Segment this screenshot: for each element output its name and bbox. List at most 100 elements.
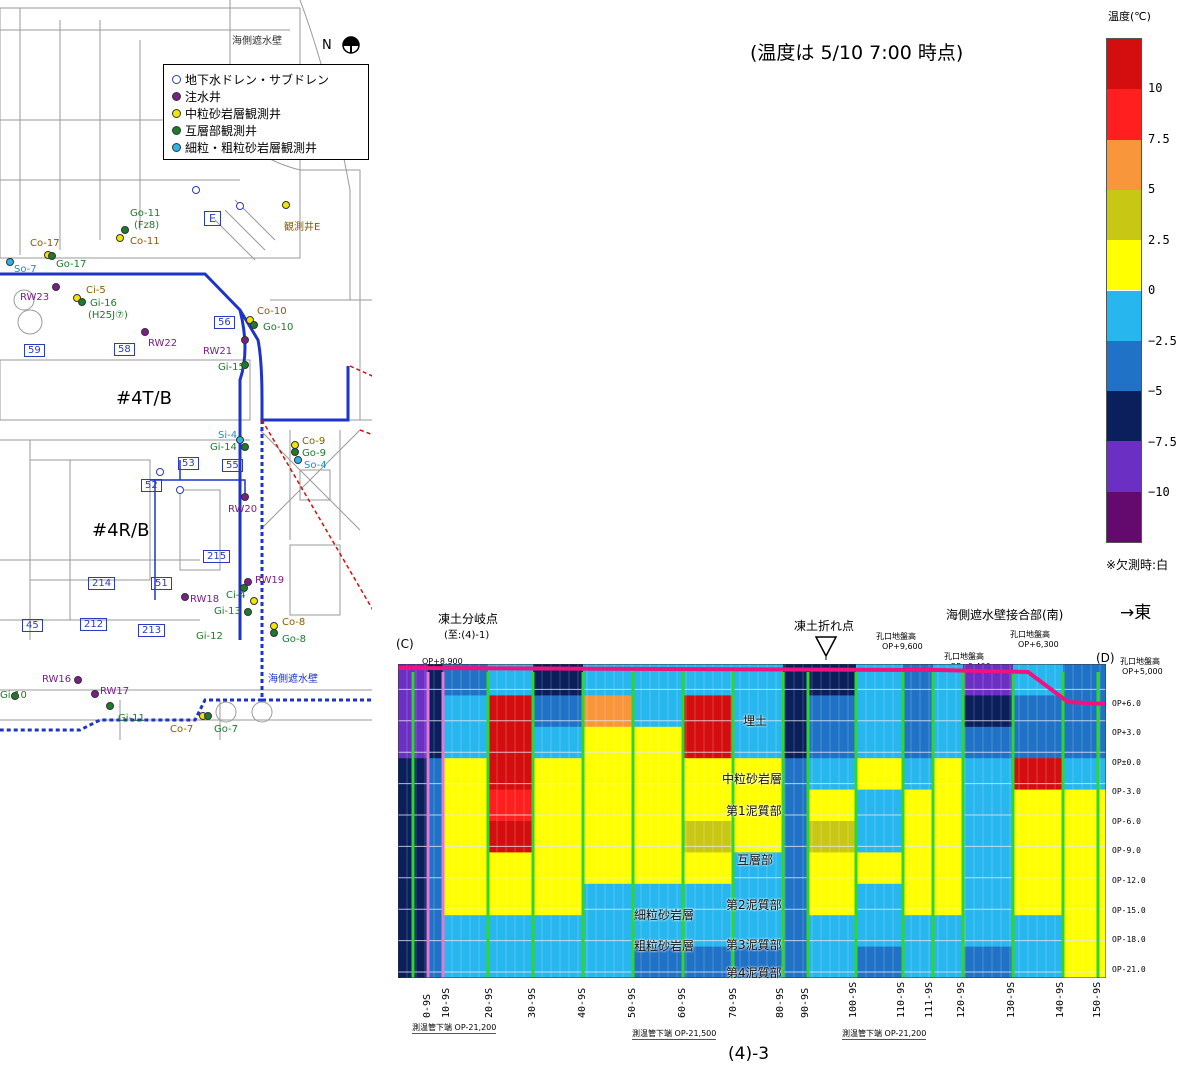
bend-point-label: 凍土折れ点 (794, 619, 855, 633)
heatmap-cell (428, 758, 443, 791)
well-label: Gi-16 (90, 298, 117, 309)
scale-band (1107, 240, 1141, 291)
heatmap-cell (443, 852, 488, 885)
borehole-label: 60-9S (677, 987, 688, 1018)
well-label: RW20 (228, 504, 258, 515)
borehole-label: 130-9S (1006, 981, 1017, 1018)
ground-level: OP+8,900 (422, 657, 463, 666)
heatmap-cell (856, 789, 903, 822)
pit-number: 214 (88, 577, 116, 590)
pit-number: 58 (114, 343, 135, 356)
heatmap-cell (1063, 664, 1106, 696)
heatmap-cell (856, 946, 903, 978)
well-label: RW21 (203, 346, 233, 357)
well-label: Go-11 (130, 208, 161, 219)
heatmap-cell (683, 946, 733, 978)
heatmap-cell (903, 695, 933, 728)
map-legend: 地下水ドレン・サブドレン 注水井 中粒砂岩層観測井 互層部観測井 細粒・粗粒砂岩… (163, 64, 369, 160)
heatmap-cell (428, 664, 443, 696)
legend-item: 地下水ドレン・サブドレン (172, 71, 329, 88)
heatmap-cell (488, 726, 533, 759)
heatmap-cell (783, 695, 808, 728)
ground-level: OP+6,300 (1018, 640, 1059, 649)
layer-label: 中粒砂岩層 (722, 772, 783, 786)
well-label: Gi-10 (0, 690, 27, 701)
legend-item: 中粒砂岩層観測井 (172, 105, 281, 122)
injection-well-icon (172, 92, 181, 101)
pipe-bottom-note: 測温管下端 OP-21,500 (632, 1029, 717, 1040)
heatmap-cell (428, 789, 443, 822)
branch-point-sub: (至:(4)-1) (444, 630, 490, 641)
point-d-label: (D) (1096, 651, 1115, 665)
borehole-label: 20-9S (484, 987, 495, 1018)
obs-well-e-label: 観測井E (284, 222, 321, 233)
scale-band (1107, 391, 1141, 442)
well-label: Co-8 (282, 617, 306, 628)
op-level-label: OP-9.0 (1112, 846, 1141, 855)
north-arrow-icon (342, 36, 360, 54)
borehole-label: 111-9S (924, 981, 935, 1018)
heatmap-cell (783, 726, 808, 759)
heatmap-cell (933, 758, 963, 791)
well-label: Go-17 (56, 259, 87, 270)
scale-band (1107, 89, 1141, 140)
temperature-color-scale (1106, 38, 1142, 543)
heatmap-cell (488, 789, 533, 822)
heatmap-cell (808, 758, 856, 791)
heatmap-cell (633, 946, 683, 978)
pit-number: 215 (203, 550, 231, 563)
heatmap-cell (583, 758, 633, 791)
layer-label: 第4泥質部 (726, 966, 782, 980)
well-label: So-7 (14, 264, 37, 275)
north-label: N (322, 38, 332, 53)
heatmap-cell (428, 883, 443, 916)
heatmap-cell (733, 758, 783, 791)
well-label: Co-7 (170, 724, 194, 735)
heatmap-cell (1013, 695, 1063, 728)
heatmap-cell (903, 789, 933, 822)
heatmap-cell (733, 883, 783, 916)
scale-tick: 0 (1148, 283, 1156, 297)
heatmap-cell (633, 883, 683, 916)
scale-tick: 10 (1148, 81, 1163, 95)
op-level-label: OP-6.0 (1112, 817, 1141, 826)
seawall-bottom-label: 海側遮水壁 (268, 674, 318, 685)
heatmap-cell (933, 789, 963, 822)
heatmap-cell (443, 946, 488, 978)
scale-tick: −7.5 (1148, 435, 1177, 449)
legend-item: 注水井 (172, 88, 221, 105)
heatmap-cell (856, 758, 903, 791)
heatmap-cell (963, 852, 1013, 885)
temperature-cross-section (398, 664, 1106, 978)
well-markers (6, 186, 302, 720)
well-label: Gi-15 (218, 362, 245, 373)
borehole-label: 30-9S (527, 987, 538, 1018)
heatmap-cell (783, 758, 808, 791)
heatmap-cell (808, 726, 856, 759)
borehole-label: 150-9S (1092, 981, 1103, 1018)
snapshot-note: (温度は 5/10 7:00 時点) (750, 42, 964, 64)
well-label: So-4 (304, 460, 327, 471)
drain-icon (172, 75, 181, 84)
op-level-label: OP-18.0 (1112, 935, 1146, 944)
heatmap-cell (856, 695, 903, 728)
borehole-label: 10-9S (441, 987, 452, 1018)
well-label: Ci-5 (86, 285, 106, 296)
heatmap-cell (903, 726, 933, 759)
heatmap-cell (733, 821, 783, 853)
heatmap-cell (783, 852, 808, 885)
heatmap-cell (933, 852, 963, 885)
borehole-label: 120-9S (956, 981, 967, 1018)
heatmap-cell (633, 758, 683, 791)
heatmap-cell (1063, 883, 1106, 916)
heatmap-cell (488, 695, 533, 728)
well-label: (H25J⑦) (88, 310, 128, 321)
scale-band (1107, 340, 1141, 392)
heatmap-cell (633, 915, 683, 948)
well-label: RW19 (255, 575, 285, 586)
borehole-ground-label: 孔口地盤高 (1010, 630, 1050, 639)
medium-sand-well-icon (172, 109, 181, 118)
well-label: Go-8 (282, 634, 307, 645)
heatmap-cell (733, 946, 783, 978)
scale-band (1107, 39, 1141, 90)
